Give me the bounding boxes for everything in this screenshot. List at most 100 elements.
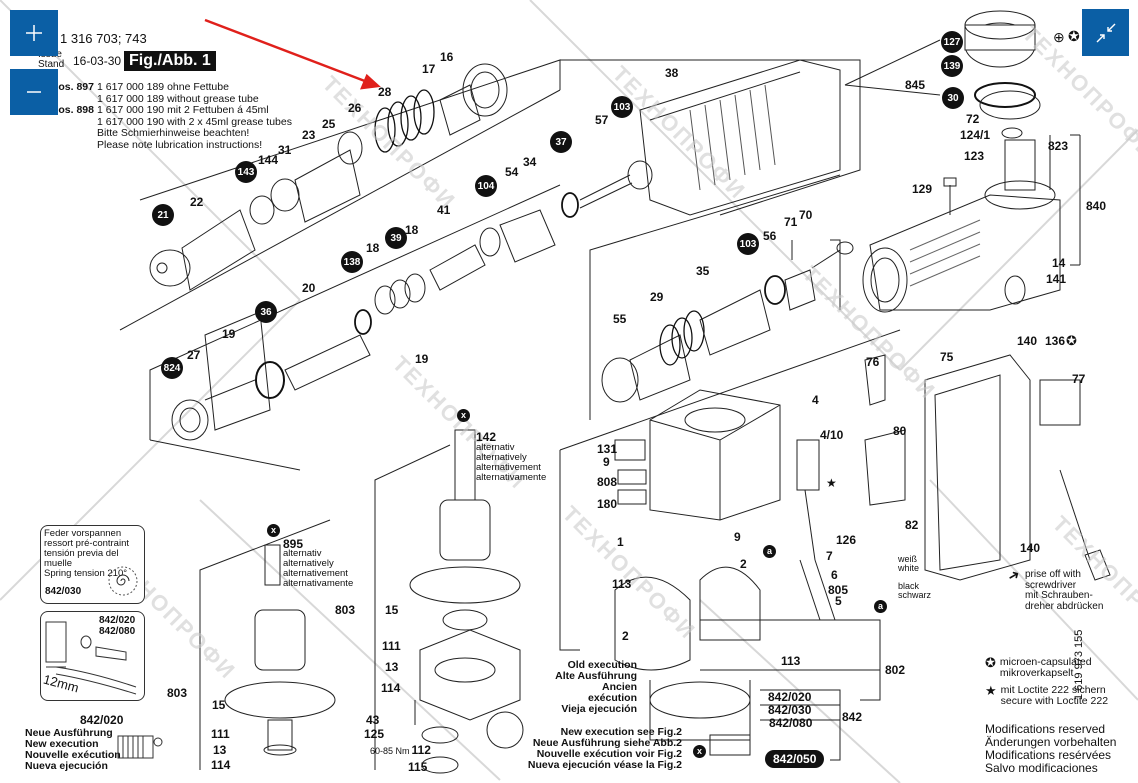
x-marker: x [267,520,280,538]
note-line: New execution see Fig.2 [560,726,682,738]
note-line: prise off with [1025,569,1081,580]
pos-line: 1 617 000 190 mit 2 Fettuben á 45ml [97,104,269,116]
part-label: 23 [302,128,316,142]
part-label: 126 [836,533,857,547]
part-label: 842/030 [768,703,812,717]
wire-marker-a: a [874,596,887,614]
part-label: 842 [842,710,863,724]
pos-897: Pos. 897 [51,81,94,93]
document-number: 1 619 973 155 [1073,629,1085,700]
part-label: 803 [167,686,188,700]
part-label: 131 [597,442,618,456]
wire-color-de: weiß [898,554,918,564]
figure-label: Fig./Abb. 1 [124,51,216,71]
spring-angle: 210° [107,568,128,579]
part-label: 140 [1020,541,1041,555]
annotation-arrow [204,18,381,90]
collapse-button[interactable] [1082,9,1129,56]
lubrication-note-en: Please note lubrication instructions! [97,138,263,151]
part-label: 38 [665,66,679,80]
part-label: 125 [364,727,385,741]
part-label: 136 [1045,334,1066,348]
alternative-en: alternatively [283,558,334,569]
part-label: 113 [781,654,801,668]
bubble-label: 824 [161,357,183,379]
spring-coil-icon [108,566,138,596]
bubble-label: 30 [942,87,964,109]
wire-marker-a: a [763,541,776,559]
part-label: 17 [422,62,436,76]
part-label: 144 [258,153,279,167]
part-label: 19 [222,327,236,341]
part-label: 808 [597,475,618,489]
note-line: New execution [25,738,99,750]
part-label: 13 [213,743,227,757]
torque-spec: 60-85 Nm [370,746,410,756]
collapse-arrows-icon [1096,23,1115,42]
zoom-out-button[interactable] [10,69,58,115]
alternatives-142: alternativ alternatively alternativement… [476,443,546,483]
torx-icon: ⊕ [1053,29,1065,45]
modifications-line: Salvo modificaciones [985,761,1098,775]
note-line: mit Schrauben- [1025,590,1093,601]
old-execution-note: Old execution Alte Ausführung Ancien exé… [555,660,637,715]
part-label: 129 [912,182,933,196]
pos-line: 1 617 000 189 without grease tube [97,92,259,105]
x-marker: x [457,407,470,422]
part-label: 180 [597,497,618,511]
note-line: dreher abdrücken [1025,600,1104,612]
spring-tension-note: Feder vorspannen ressort pré-contraint t… [40,525,145,604]
part-label: 41 [437,203,451,217]
zoom-in-button[interactable] [10,10,58,56]
alternative-es: alternativamente [283,578,354,589]
wire-color-de: schwarz [898,590,932,600]
part-label: 123 [964,149,985,163]
part-label: 9 [603,455,610,469]
pos-line: 1 617 000 189 ohne Fettube [97,81,229,93]
note-line: Neue Ausführung siehe Abb.2 [532,737,682,749]
part-label: 56 [763,229,777,243]
loctite-star-icon: ★ [985,683,997,698]
part-label: 142 [476,430,497,444]
note-line: Neue Ausführung [25,727,113,739]
part-label: 823 [1048,139,1069,153]
note-line: Nouvelle exécution [25,749,121,761]
note-line: Old execution [567,659,637,671]
x-marker: x [693,741,706,759]
part-label: 115 [408,760,428,774]
part-label: 141 [1046,272,1067,286]
part-label: 114 [211,758,231,772]
part-label: 71 [784,215,798,229]
wire-color-en: black [898,581,920,591]
part-label: 111 [211,727,230,741]
clip-drawing [45,621,137,695]
brush-clip-icon [117,735,163,759]
alternatives-895: alternativ alternatively alternativement… [283,549,353,589]
part-label: 15 [385,603,399,617]
part-136-group: 136 ✪ [1045,333,1077,349]
bubble-label: 37 [550,131,572,153]
part-label: 25 [322,117,336,131]
new-execution-fig2-note: New execution see Fig.2 Neue Ausführung … [520,727,682,771]
note-line: Nueva ejecución [25,760,108,772]
note-line: Feder vorspannen [44,528,122,539]
part-label-842-050: 842/050 [765,750,825,768]
wire-black-label: black schwarz [898,582,931,600]
part-label: 9 [734,530,741,544]
part-label: 7 [826,549,833,563]
part-112-group: 60-85 Nm 112 [370,743,431,757]
legend-loctite: ★ mit Loctite 222 sichern secure with Lo… [985,683,1108,707]
minus-icon [27,91,41,93]
part-label: 845 [905,78,926,92]
part-label: 2 [622,629,629,643]
part-label: 803 [335,603,356,617]
part-label: 75 [940,350,954,364]
part-label: 55 [613,312,627,326]
bubble-label: 127 [941,31,963,53]
part-label: 16 [440,50,454,64]
modifications-line: Modifications reserved [985,722,1106,736]
part-label: 4/10 [820,428,844,442]
note-line: Vieja ejecución [561,703,637,715]
part-label: 80 [893,424,907,438]
